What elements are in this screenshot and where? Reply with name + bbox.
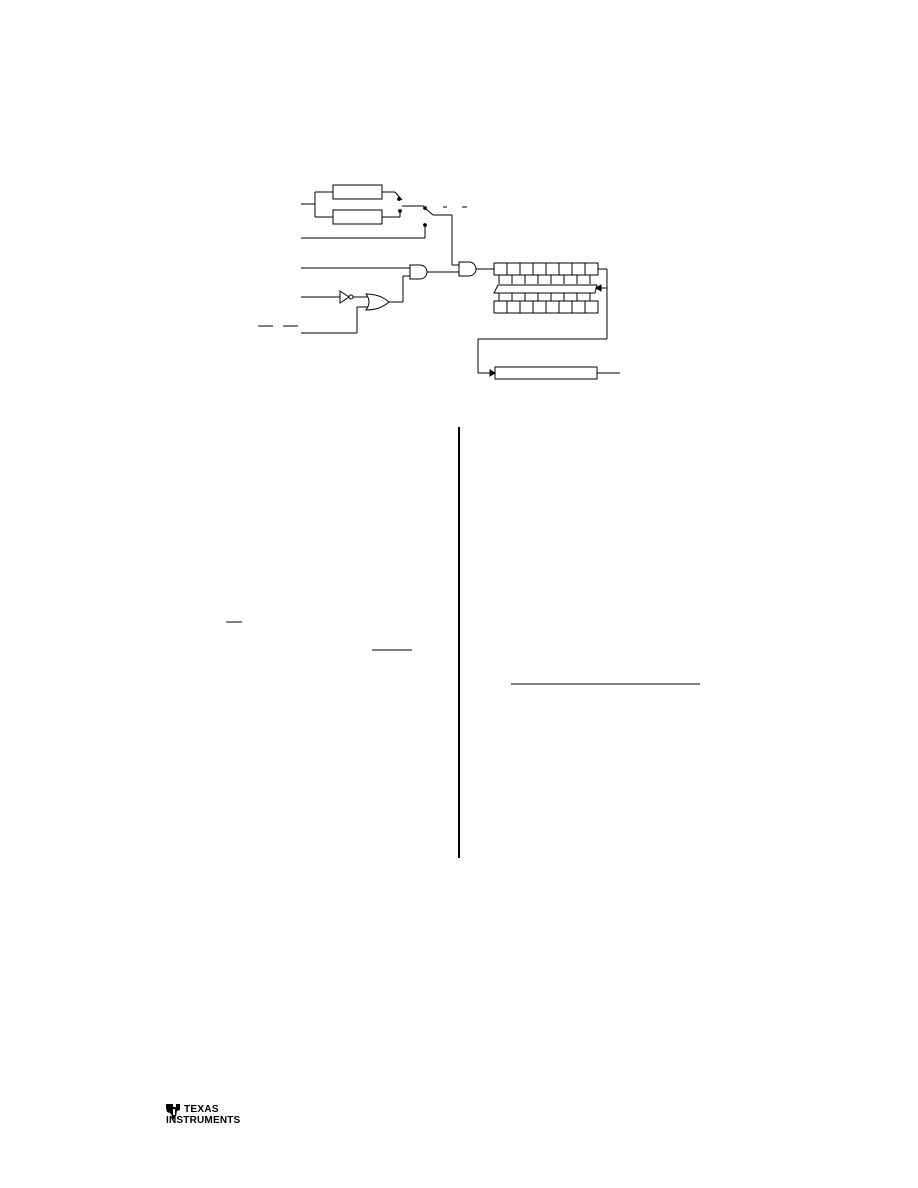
logo-wordmark-line2: INSTRUMENTS [166, 1115, 241, 1126]
fifth-input-line [258, 306, 368, 334]
selector-switch-1 [382, 191, 424, 218]
shift-register-connectors-2 [498, 293, 591, 301]
selector-switch-2 [423, 206, 467, 266]
inverter-gate [301, 290, 367, 304]
register-box-lower [332, 209, 383, 225]
second-input-line [301, 223, 427, 239]
shift-register-row-1 [493, 262, 599, 276]
register-box-upper [332, 184, 383, 200]
feedback-path [477, 268, 608, 377]
and-gate-2 [458, 261, 477, 277]
texas-instruments-logo: TEXAS INSTRUMENTS [164, 1104, 244, 1132]
top-input-line [301, 191, 333, 218]
transfer-bar [493, 284, 598, 294]
column-divider [458, 427, 460, 858]
logo-wordmark-line1: TEXAS [184, 1104, 219, 1115]
and-gate-1 [409, 264, 428, 280]
or-gate [365, 293, 390, 311]
shift-register-row-2 [493, 300, 599, 314]
output-register-box [494, 366, 598, 380]
shift-register-connectors-1 [498, 275, 591, 284]
texas-instruments-logo-icon [166, 1104, 180, 1120]
